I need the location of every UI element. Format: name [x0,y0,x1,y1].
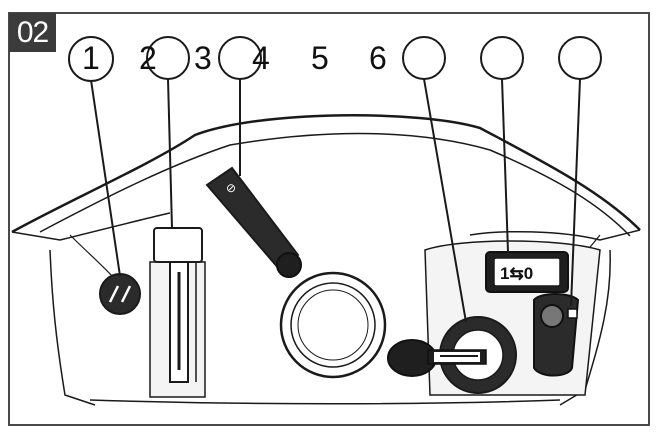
toggle-icon [567,308,578,319]
figure-number-badge: 02 [9,13,56,52]
switch-button[interactable] [99,273,141,315]
callout-label-4: 4 [252,40,270,76]
wiper-stalk[interactable]: ⊘ [205,166,302,278]
callout-label-2: 2 [139,40,157,76]
round-knob[interactable] [279,271,387,379]
gear-display-text: 1⇆0 [500,264,533,283]
key-icon [387,339,487,377]
stalk-symbol: ⊘ [226,181,236,195]
callout-label-3: 3 [194,40,212,76]
gear-display: 1⇆0 [485,251,569,293]
figure-border [8,12,650,426]
toggle-button[interactable] [533,293,580,377]
throttle-lever[interactable] [153,227,203,383]
switch-icon [108,285,132,303]
callout-label-1: 1 [82,40,100,76]
callout-label-6: 6 [369,40,387,76]
ignition-switch[interactable] [387,316,517,394]
leader-lines [90,78,581,323]
callout-label-5: 5 [311,40,329,76]
